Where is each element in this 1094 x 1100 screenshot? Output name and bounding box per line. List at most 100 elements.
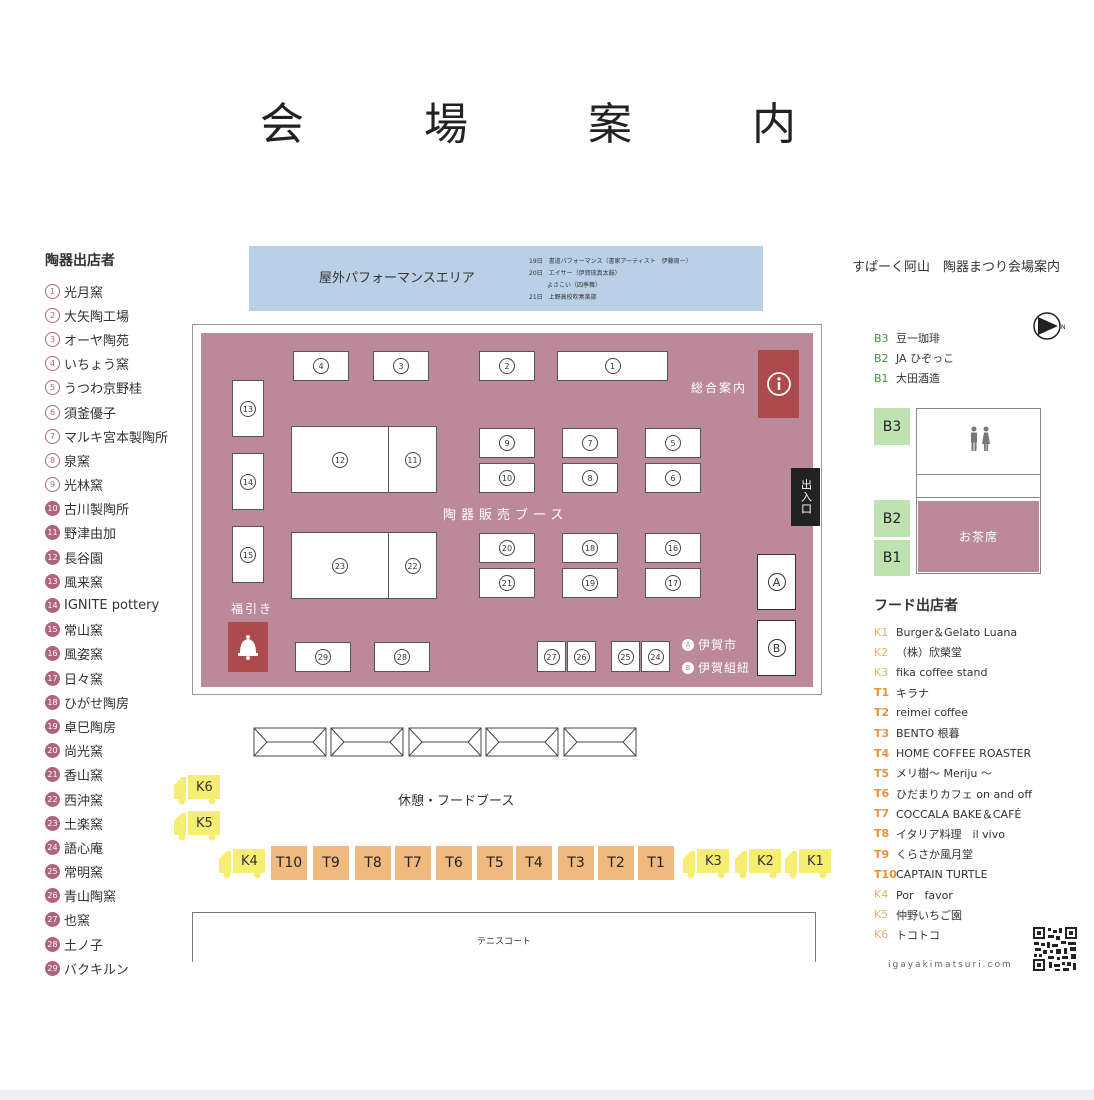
tea-room[interactable]: お茶席 [918,501,1039,572]
food-booth-t2[interactable]: T2 [598,846,634,880]
booth-29[interactable]: 29 [295,642,351,672]
booth-2[interactable]: 2 [479,351,535,381]
booth-10[interactable]: 10 [479,463,535,493]
booth-16[interactable]: 16 [645,533,701,563]
zone-a-mark: A [682,638,694,651]
vendor-number: 27 [45,912,60,928]
vendor-name: 日々窯 [64,672,104,688]
vendor-code: K4 [874,888,889,902]
booth-b2[interactable]: B2 [874,500,910,537]
booth-number: 17 [665,575,681,591]
vendor-number: 14 [45,598,60,614]
vendor-name: 仲野いちご園 [896,908,962,922]
qr-code-icon[interactable] [1032,926,1078,972]
food-truck-k1[interactable]: K1 [783,847,833,879]
booth-9[interactable]: 9 [479,428,535,458]
booth-number: 13 [240,400,256,417]
booth-25[interactable]: 25 [611,641,640,672]
booth-21[interactable]: 21 [479,568,535,598]
booth-19[interactable]: 19 [562,568,618,598]
booth-4[interactable]: 4 [293,351,349,381]
booth-6[interactable]: 6 [645,463,701,493]
vendor-name: Por favor [896,888,953,902]
booth-5[interactable]: 5 [645,428,701,458]
lottery-booth[interactable] [228,622,268,672]
food-truck-k6[interactable]: K6 [172,773,222,805]
booth-26[interactable]: 26 [567,641,596,672]
vendor-code: T1 [874,686,890,700]
booth-12[interactable]: 12 [291,426,389,493]
booth-number: 8 [582,470,598,486]
vendor-code: K6 [874,928,889,942]
food-booth-t1[interactable]: T1 [638,846,674,880]
vendor-number: 28 [45,936,60,952]
truck-label: K1 [807,854,824,869]
food-booth-t7[interactable]: T7 [395,846,431,880]
vendor-code: K2 [874,645,889,659]
booth-24[interactable]: 24 [641,641,670,672]
food-booth-t8[interactable]: T8 [355,846,391,880]
zone-a[interactable]: A [757,554,796,610]
north-arrow-icon: N [1033,312,1066,340]
food-booth-t9[interactable]: T9 [313,846,349,880]
booth-number: 9 [499,435,515,451]
booth-b3[interactable]: B3 [874,408,910,445]
food-truck-k3[interactable]: K3 [681,847,731,879]
booth-7[interactable]: 7 [562,428,618,458]
entrance-exit[interactable]: 出入口 [791,468,820,526]
vendor-code: T5 [874,766,890,780]
vendor-number: 5 [45,380,60,396]
performance-area-label: 屋外パフォーマンスエリア [319,271,475,286]
truck-label: K4 [241,854,258,869]
booth-11[interactable]: 11 [388,426,437,493]
food-truck-k4[interactable]: K4 [217,847,267,879]
food-booth-t3[interactable]: T3 [558,846,594,880]
booth-23[interactable]: 23 [291,532,389,599]
restroom-icon [971,426,990,451]
booth-8[interactable]: 8 [562,463,618,493]
food-booth-t10[interactable]: T10 [271,846,307,880]
vendor-number: 23 [45,815,60,831]
booth-b1[interactable]: B1 [874,540,910,576]
vendor-code: T4 [874,746,890,760]
food-truck-k2[interactable]: K2 [733,847,783,879]
vendor-name: 常明窯 [64,866,104,882]
zone-b[interactable]: B [757,620,796,676]
food-booth-t4[interactable]: T4 [516,846,552,880]
booth-14[interactable]: 14 [232,453,264,510]
booth-number: 16 [665,540,681,556]
booth-20[interactable]: 20 [479,533,535,563]
vendor-name: 語心庵 [64,841,104,857]
booth-27[interactable]: 27 [537,641,566,672]
food-booth-t5[interactable]: T5 [477,846,513,880]
booth-22[interactable]: 22 [388,532,437,599]
website-label[interactable]: igayakimatsuri.com [888,960,1013,970]
booth-15[interactable]: 15 [232,526,264,583]
tent-icon [408,727,482,757]
info-desk[interactable] [758,350,799,418]
vendor-number: 6 [45,404,60,420]
booth-13[interactable]: 13 [232,380,264,437]
booth-number: 21 [499,575,515,591]
vendor-name: 尚光窯 [64,745,104,761]
vendor-name: CAPTAIN TURTLE [896,867,988,881]
booth-1[interactable]: 1 [557,351,668,381]
booth-28[interactable]: 28 [374,642,430,672]
booth-17[interactable]: 17 [645,568,701,598]
booth-18[interactable]: 18 [562,533,618,563]
food-truck-k5[interactable]: K5 [172,809,222,841]
booth-3[interactable]: 3 [373,351,429,381]
food-booth-t6[interactable]: T6 [436,846,472,880]
booth-number: 29 [315,649,331,665]
